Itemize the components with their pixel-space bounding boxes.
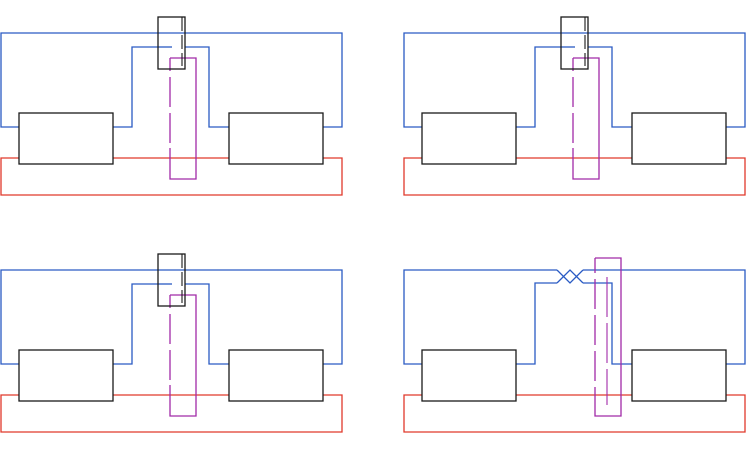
connector-box: [157, 16, 186, 70]
blue-wire-right-inner: [583, 282, 632, 365]
blue-wire-left-outer: [0, 32, 158, 128]
red-wire-outer: [0, 394, 343, 433]
component-box-right: [631, 349, 727, 402]
red-wire-outer: [403, 157, 746, 196]
red-wire-outer: [0, 157, 343, 196]
blue-wire-right-inner: [185, 283, 229, 365]
blue-wire-right-outer: [583, 269, 746, 365]
component-box-right: [228, 112, 324, 165]
connector-box: [560, 16, 589, 70]
blue-wire-left-inner: [516, 282, 557, 365]
blue-wire-cross-a: [556, 269, 584, 284]
blue-wire-left-inner: [516, 46, 561, 128]
blue-wire-right-outer: [185, 269, 343, 365]
component-box-left: [18, 349, 114, 402]
blue-wire-right-inner: [185, 46, 229, 128]
purple-wire-loop: [169, 294, 197, 417]
component-box-left: [421, 349, 517, 402]
blue-wire-left-inner: [113, 46, 158, 128]
component-box-right: [631, 112, 727, 165]
component-box-left: [421, 112, 517, 165]
purple-wire-loop: [572, 57, 600, 180]
blue-wire-left-outer: [403, 32, 561, 128]
blue-wire-left-outer: [0, 269, 158, 365]
blue-wire-right-outer: [588, 32, 746, 128]
blue-wire-left-inner: [113, 283, 158, 365]
purple-wire-loop: [169, 57, 197, 180]
connector-box: [157, 253, 186, 307]
blue-wire-cross-b: [556, 269, 584, 284]
red-wire-outer: [403, 394, 746, 433]
component-box-right: [228, 349, 324, 402]
blue-wire-right-inner: [588, 46, 632, 128]
panel-top-left: [0, 16, 343, 196]
blue-wire-right-outer: [185, 32, 343, 128]
component-box-left: [18, 112, 114, 165]
panel-top-right: [403, 16, 746, 196]
panel-bottom-left: [0, 253, 343, 433]
purple-wire-loop: [594, 257, 622, 417]
blue-wire-left-outer: [403, 269, 557, 365]
panel-bottom-right: [403, 257, 746, 433]
